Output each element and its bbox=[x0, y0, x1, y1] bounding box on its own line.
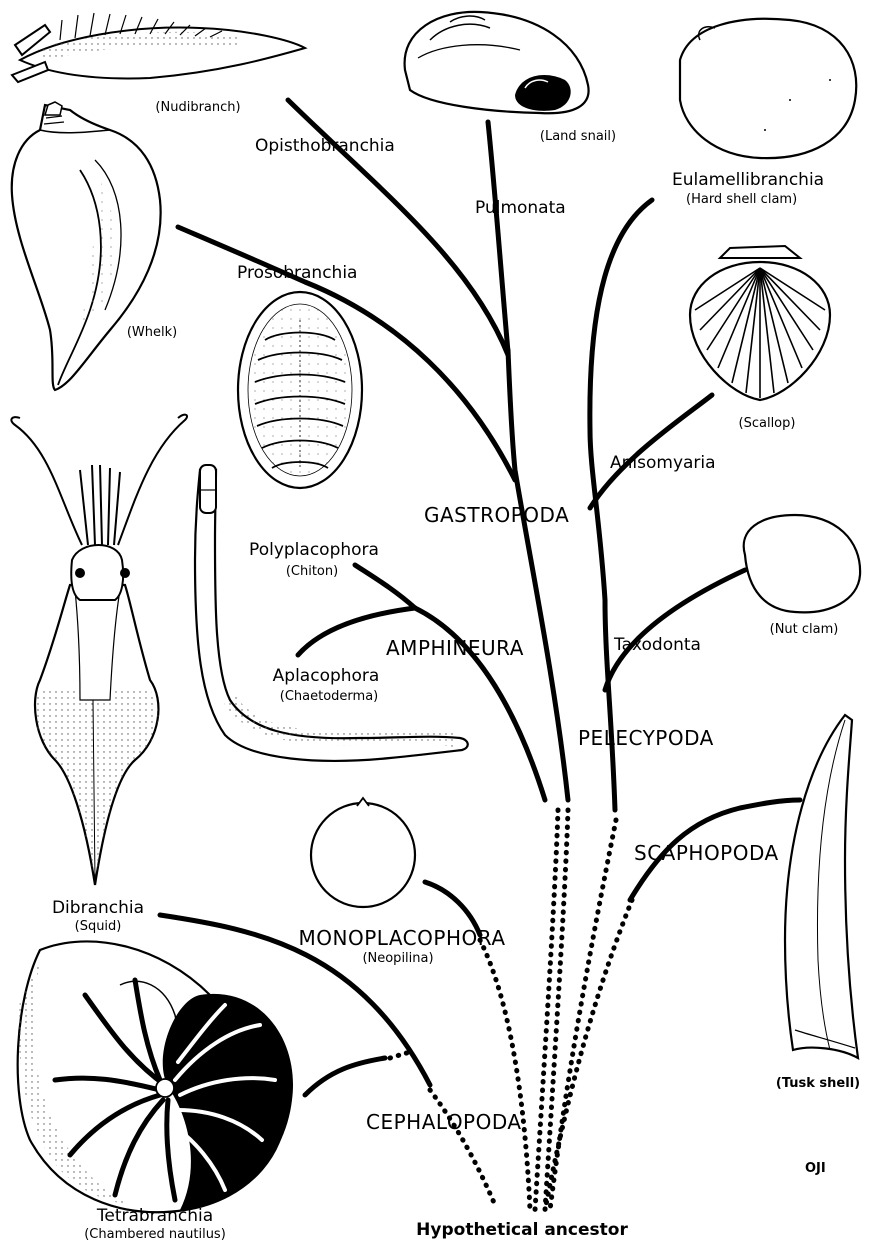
branch-polyplacophora bbox=[355, 565, 415, 608]
label-hypothetical-ancestor: Hypothetical ancestor bbox=[416, 1222, 628, 1239]
label-squid: (Squid) bbox=[75, 920, 122, 933]
label-dibranchia: Dibranchia bbox=[52, 900, 144, 917]
label-pulmonata: Pulmonata bbox=[475, 200, 566, 217]
label-opisthobranchia: Opisthobranchia bbox=[255, 138, 395, 155]
nudibranch-illustration bbox=[12, 13, 305, 82]
label-chambered-nautilus: (Chambered nautilus) bbox=[84, 1228, 226, 1241]
label-gastropoda: GASTROPODA bbox=[424, 505, 569, 525]
label-prosobranchia: Prosobranchia bbox=[237, 265, 357, 282]
whelk-illustration bbox=[12, 102, 161, 390]
label-hard-shell-clam: (Hard shell clam) bbox=[686, 193, 797, 206]
squid-illustration bbox=[11, 415, 187, 885]
tusk-shell-illustration bbox=[785, 715, 858, 1058]
branch-taxodonta bbox=[605, 570, 745, 690]
scallop-illustration bbox=[690, 246, 830, 400]
label-polyplacophora: Polyplacophora bbox=[249, 542, 379, 559]
nautilus-illustration bbox=[18, 941, 293, 1212]
land-snail-illustration bbox=[405, 12, 589, 113]
label-chaetoderma: (Chaetoderma) bbox=[280, 690, 378, 703]
label-taxodonta: Taxodonta bbox=[614, 637, 701, 654]
label-cephalopoda: CEPHALOPODA bbox=[366, 1112, 522, 1132]
label-monoplacophora: MONOPLACOPHORA bbox=[298, 928, 505, 948]
ancestral-dotted-lines bbox=[390, 810, 632, 1210]
label-eulamellibranchia: Eulamellibranchia bbox=[672, 172, 824, 189]
label-neopilina: (Neopilina) bbox=[362, 952, 433, 965]
label-pelecypoda: PELECYPODA bbox=[578, 728, 714, 748]
label-scaphopoda: SCAPHOPODA bbox=[634, 843, 779, 863]
label-nut-clam: (Nut clam) bbox=[770, 623, 839, 636]
label-tusk-shell: (Tusk shell) bbox=[776, 1077, 860, 1090]
label-land-snail: (Land snail) bbox=[540, 130, 616, 143]
neopilina-illustration bbox=[311, 798, 415, 907]
branch-pelecypoda-stem bbox=[590, 200, 652, 810]
label-tetrabranchia: Tetrabranchia bbox=[97, 1208, 213, 1225]
label-whelk: (Whelk) bbox=[127, 326, 177, 339]
label-chiton: (Chiton) bbox=[286, 565, 338, 578]
hard-shell-clam-illustration bbox=[680, 19, 856, 158]
chiton-illustration bbox=[238, 292, 362, 488]
label-scallop: (Scallop) bbox=[739, 417, 796, 430]
label-amphineura: AMPHINEURA bbox=[386, 638, 524, 658]
label-anisomyaria: Anisomyaria bbox=[610, 455, 716, 472]
nut-clam-illustration bbox=[744, 515, 860, 612]
label-nudibranch: (Nudibranch) bbox=[155, 101, 240, 114]
branch-tetrabranchia bbox=[305, 1058, 385, 1095]
signature-oji: OJI bbox=[805, 1162, 826, 1175]
label-aplacophora: Aplacophora bbox=[273, 668, 380, 685]
branch-anisomyaria bbox=[590, 395, 712, 508]
